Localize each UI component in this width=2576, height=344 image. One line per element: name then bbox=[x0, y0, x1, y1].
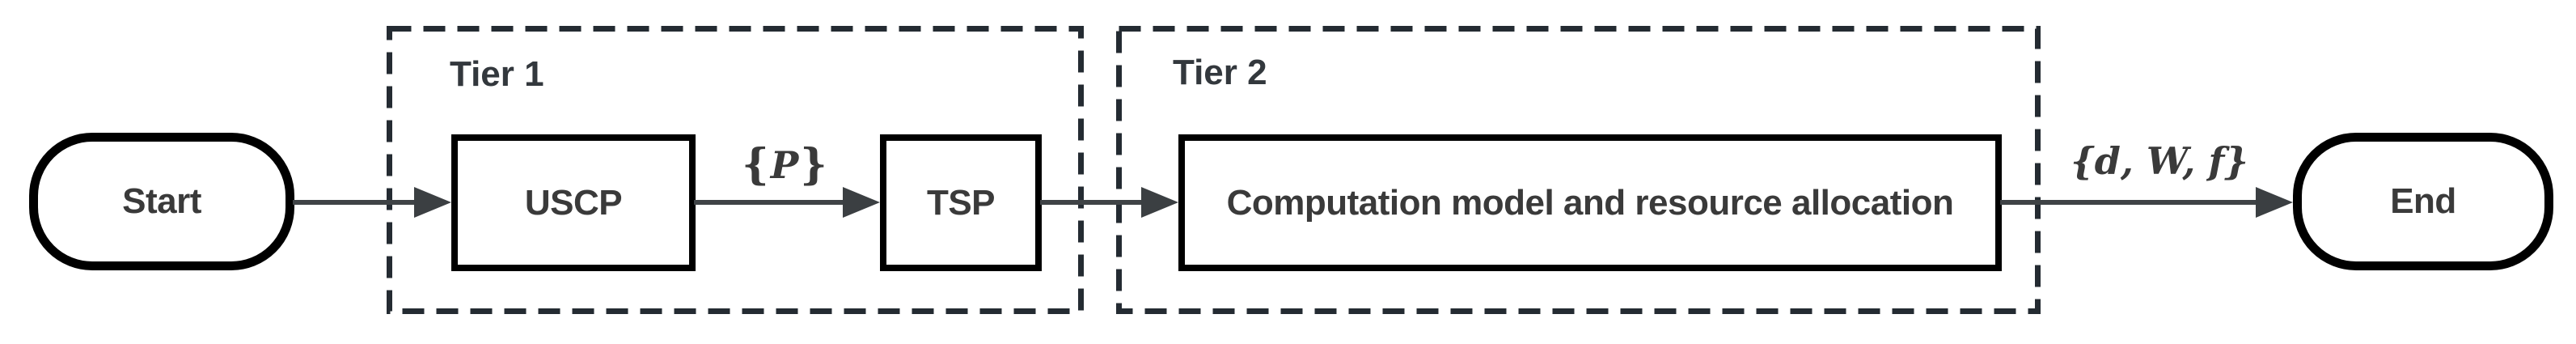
arrowhead-icon bbox=[1141, 187, 1178, 218]
arrow-line bbox=[1040, 200, 1143, 205]
end-node-label: End bbox=[2390, 181, 2456, 221]
computation-node-label: Computation model and resource allocatio… bbox=[1226, 182, 1954, 223]
p-set-open-brace: { bbox=[742, 140, 769, 189]
p-set-symbol: P bbox=[770, 143, 799, 187]
tier2-label: Tier 2 bbox=[1173, 53, 1267, 92]
tsp-node: TSP bbox=[880, 134, 1042, 271]
uscp-node-label: USCP bbox=[524, 182, 623, 223]
arrow-line bbox=[2000, 200, 2257, 205]
arrowhead-icon bbox=[843, 187, 880, 218]
start-node-label: Start bbox=[122, 181, 201, 221]
arrow-line bbox=[694, 200, 844, 205]
tsp-node-label: TSP bbox=[926, 182, 996, 223]
tier1-group-box bbox=[387, 26, 1084, 314]
computation-node: Computation model and resource allocatio… bbox=[1178, 134, 2002, 271]
tier1-label: Tier 1 bbox=[450, 54, 544, 94]
tier2-group-box bbox=[1116, 26, 2041, 314]
start-node: Start bbox=[29, 133, 294, 270]
edge-label-dwf: {d, W, f} bbox=[2071, 139, 2248, 183]
edge-label-p-set: { P } bbox=[704, 139, 865, 191]
end-node: End bbox=[2293, 133, 2553, 270]
arrowhead-icon bbox=[2256, 187, 2293, 218]
p-set-close-brace: } bbox=[800, 140, 827, 189]
uscp-node: USCP bbox=[451, 134, 696, 271]
arrowhead-icon bbox=[414, 187, 451, 218]
arrow-line bbox=[293, 200, 416, 205]
